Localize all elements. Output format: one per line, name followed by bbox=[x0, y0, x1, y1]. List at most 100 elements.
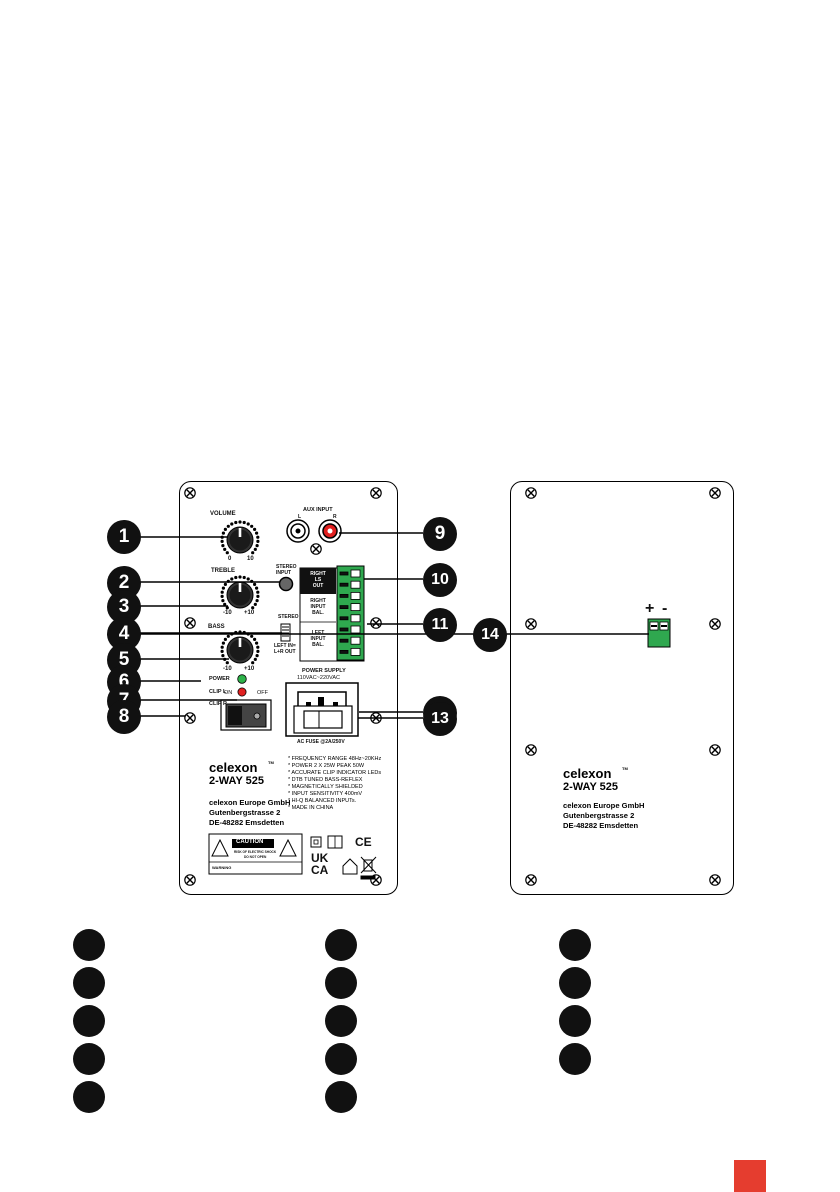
knob-scale-dot bbox=[253, 582, 257, 587]
knob-scale-dot bbox=[234, 575, 238, 580]
knob-scale-dot bbox=[253, 637, 257, 642]
spec-item: * ACCURATE CLIP INDICATOR LEDs bbox=[288, 770, 382, 776]
address-line: DE-48282 Emsdetten bbox=[563, 821, 639, 830]
power-switch-icon bbox=[220, 699, 272, 731]
terminal-slot bbox=[350, 603, 361, 611]
terminal-slot bbox=[350, 648, 361, 656]
spec-item: * DTB TUNED BASS-REFLEX bbox=[288, 777, 363, 783]
mono-switch-label: LEFT IN= L+R OUT bbox=[274, 643, 296, 655]
knob-scale-dot bbox=[220, 649, 224, 654]
knob-scale-dot bbox=[253, 657, 257, 662]
legend-dot-5 bbox=[73, 1081, 105, 1113]
terminal-lever bbox=[339, 627, 349, 632]
caution-line-2: DO NOT OPEN bbox=[244, 855, 267, 859]
caution-label-icon bbox=[208, 833, 303, 875]
treble-min-label: -10 bbox=[223, 610, 232, 616]
stereo-label: STEREO bbox=[278, 614, 299, 620]
knob-scale-dot bbox=[223, 602, 227, 607]
bass-min-label: -10 bbox=[223, 666, 232, 672]
knob-scale-dot bbox=[256, 535, 260, 539]
brand-logo: celexon bbox=[209, 760, 258, 775]
knob-scale-dot bbox=[255, 641, 259, 645]
address-line: celexon Europe GmbH bbox=[563, 801, 645, 810]
knob-scale-dot bbox=[250, 524, 254, 528]
terminal-block-icon bbox=[299, 565, 365, 662]
legend-dot-8 bbox=[325, 1005, 357, 1037]
knob-scale-dot bbox=[255, 586, 259, 590]
terminal-lever bbox=[339, 582, 349, 587]
callout-11: 11 bbox=[423, 608, 457, 642]
legend-dot-4 bbox=[73, 1043, 105, 1075]
spec-item: * HI-Q BALANCED INPUTs. bbox=[288, 798, 357, 804]
knob-scale-dot bbox=[253, 547, 257, 552]
rca-jack-r-icon bbox=[318, 519, 342, 543]
knob-scale-dot bbox=[242, 520, 246, 525]
rear-model-name: 2-WAY 525 bbox=[563, 781, 619, 793]
knob-scale-dot bbox=[246, 522, 250, 526]
ce-mark: CE bbox=[355, 835, 372, 849]
bass-label: BASS bbox=[208, 624, 225, 630]
terminal-slot bbox=[350, 614, 361, 623]
volume-knob-icon bbox=[226, 526, 254, 554]
legend-dot-2 bbox=[73, 967, 105, 999]
callout-10: 10 bbox=[423, 563, 457, 597]
knob-scale-dot bbox=[251, 551, 255, 555]
rear-brand-logo: celexon bbox=[563, 766, 612, 781]
rca-jack-l-icon bbox=[286, 519, 310, 543]
knob-scale-dot bbox=[221, 641, 225, 645]
knob-scale-dot bbox=[255, 544, 259, 548]
right-input-bal-label: RIGHT INPUT BAL. bbox=[310, 598, 326, 616]
spec-item: * MADE IN CHINA bbox=[288, 805, 334, 811]
legend-dot-10 bbox=[325, 1081, 357, 1113]
legend-dot-9 bbox=[325, 1043, 357, 1075]
terminal-slot bbox=[350, 636, 361, 645]
terminal-slot bbox=[350, 569, 361, 578]
knob-scale-dot bbox=[255, 531, 259, 535]
callout-14: 14 bbox=[473, 618, 507, 652]
on-label: ON bbox=[224, 690, 233, 696]
aux-r-label: R bbox=[333, 514, 337, 520]
spec-item: * POWER 2 X 25W PEAK 50W bbox=[288, 763, 365, 769]
treble-label: TREBLE bbox=[211, 568, 235, 574]
aux-l-label: L bbox=[298, 514, 302, 520]
company-address: celexon Europe GmbH Gutenbergstrasse 2 D… bbox=[209, 798, 290, 828]
legend-dot-11 bbox=[559, 929, 591, 961]
knob-scale-dot bbox=[253, 602, 257, 607]
spec-item: * FREQUENCY RANGE 48Hz~20KHz bbox=[288, 756, 382, 762]
knob-scale-dot bbox=[220, 539, 224, 544]
terminal-slot bbox=[350, 592, 361, 600]
knob-scale-dot bbox=[253, 527, 257, 532]
terminal-slot bbox=[350, 625, 361, 634]
knob-scale-dot bbox=[221, 586, 225, 590]
volume-max-label: 10 bbox=[247, 556, 254, 562]
terminal-lever bbox=[339, 616, 349, 621]
legend-dot-3 bbox=[73, 1005, 105, 1037]
indoor-use-icon bbox=[342, 858, 358, 875]
stereo-input-label: STEREO INPUT bbox=[276, 564, 297, 576]
power-supply-voltage-label: 110VAC~220VAC bbox=[297, 675, 340, 681]
volume-label: VOLUME bbox=[210, 511, 236, 517]
page-marker bbox=[734, 1160, 766, 1192]
ac-fuse-label: AC FUSE @2A/250V bbox=[297, 739, 345, 745]
treble-max-label: +10 bbox=[244, 610, 255, 616]
legend-dot-7 bbox=[325, 967, 357, 999]
knob-scale-dot bbox=[251, 661, 255, 665]
spec-item: * INPUT SENSITIVITY 400mV bbox=[288, 791, 363, 797]
ukca-mark-top: UK bbox=[311, 851, 329, 865]
knob-scale-dot bbox=[255, 654, 259, 658]
knob-scale-dot bbox=[256, 539, 260, 544]
address-line: celexon Europe GmbH bbox=[209, 798, 291, 807]
volume-min-label: 0 bbox=[228, 556, 232, 562]
legend-dot-14 bbox=[559, 1043, 591, 1075]
knob-scale-dot bbox=[242, 575, 246, 580]
power-led-icon bbox=[237, 674, 247, 684]
off-label: OFF bbox=[257, 690, 268, 696]
knob-scale-dot bbox=[225, 661, 229, 665]
stereo-input-icon bbox=[278, 576, 294, 592]
knob-scale-dot bbox=[225, 606, 229, 610]
treble-knob-icon bbox=[226, 581, 254, 609]
terminal-lever bbox=[339, 571, 349, 576]
knob-scale-dot bbox=[221, 599, 225, 603]
spec-item: * MAGNETICALLY SHIELDED bbox=[288, 784, 363, 790]
